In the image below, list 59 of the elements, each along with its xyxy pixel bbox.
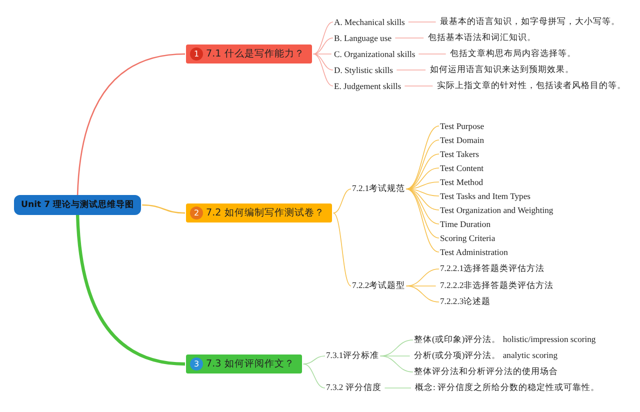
topic-box [186, 204, 332, 222]
connector-line [406, 286, 440, 302]
topic-box [186, 354, 302, 374]
branch-label: C. Organizational skills [334, 48, 416, 60]
branch-label: Test Administration [440, 246, 508, 258]
branch-label: 最基本的语言知识，如字母拼写，大小写等。 [440, 15, 620, 29]
root-box: Unit 7 理论与测试思维导图 [14, 195, 142, 215]
connector-line [312, 54, 334, 70]
branch-label: Test Takers [440, 148, 479, 160]
topic-box [186, 44, 312, 64]
branch-label: 7.2.2.2非选择答题类评估方法 [440, 279, 554, 293]
branch-label: Test Content [440, 162, 484, 174]
connector-line [312, 38, 334, 54]
topic-label: 7.1 什么是写作能力？ [206, 48, 304, 60]
connector-line [406, 140, 440, 190]
connector-line [302, 364, 326, 388]
connector-line [142, 204, 186, 214]
connector-line [332, 212, 352, 286]
branch-label: 实际上指文章的针对性，包括读者风格目的等。 [437, 79, 626, 93]
branch-label: 包括基本语法和词汇知识。 [428, 31, 536, 45]
branch-label: 7.2.2.3论述题 [440, 295, 491, 309]
branch-label: 如何运用语言知识来达到预期效果。 [430, 63, 574, 77]
number-badge: 2 [190, 206, 203, 220]
branch-label: 7.3.1评分标准 [326, 349, 380, 363]
branch-label: 7.2.2.1选择答题类评估方法 [440, 262, 545, 276]
branch-label: Test Purpose [440, 120, 484, 132]
topic-label: 7.2 如何编制写作测试卷？ [206, 206, 324, 220]
branch-label: 7.2.1考试规范 [352, 182, 406, 196]
branch-label: Test Domain [440, 134, 484, 146]
connector-line [406, 126, 440, 190]
connector-line [380, 356, 414, 372]
branch-label: 整体(或印象)评分法。 holistic/impression scoring [414, 333, 596, 347]
branch-label: E. Judgement skills [334, 80, 402, 92]
branch-label: Time Duration [440, 218, 491, 230]
branch-label: 7.3.2 评分信度 [326, 381, 382, 395]
connector-line [312, 54, 334, 86]
connector-line [302, 356, 326, 364]
branch-label: 分析(或分项)评分法。 analytic scoring [414, 349, 558, 363]
connector-line [406, 188, 440, 252]
topic-label: 7.3 如何评阅作文？ [206, 358, 294, 370]
branch-label: 包括文章构思布局内容选择等。 [450, 47, 576, 61]
connector-line [332, 188, 352, 214]
number-badge: 3 [190, 358, 203, 370]
branch-label: 概念: 评分信度之所给分数的稳定性或可靠性。 [415, 381, 600, 395]
connector-line [406, 188, 440, 196]
connector-line [76, 53, 186, 196]
branch-label: 整体评分法和分析评分法的使用场合 [414, 365, 558, 379]
number-badge: 1 [190, 48, 203, 60]
branch-label: 7.2.2考试题型 [352, 279, 406, 293]
branch-label: B. Language use [334, 32, 392, 44]
branch-label: Scoring Criteria [440, 232, 496, 244]
branch-label: Test Organization and Weighting [440, 204, 554, 216]
connector-line [312, 22, 334, 54]
connector-line [406, 188, 440, 210]
branch-label: Test Method [440, 176, 484, 188]
branch-label: Test Tasks and Item Types [440, 190, 530, 202]
connector-line [76, 214, 186, 366]
branch-label: D. Stylistic skills [334, 64, 393, 76]
branch-label: A. Mechanical skills [334, 16, 405, 28]
